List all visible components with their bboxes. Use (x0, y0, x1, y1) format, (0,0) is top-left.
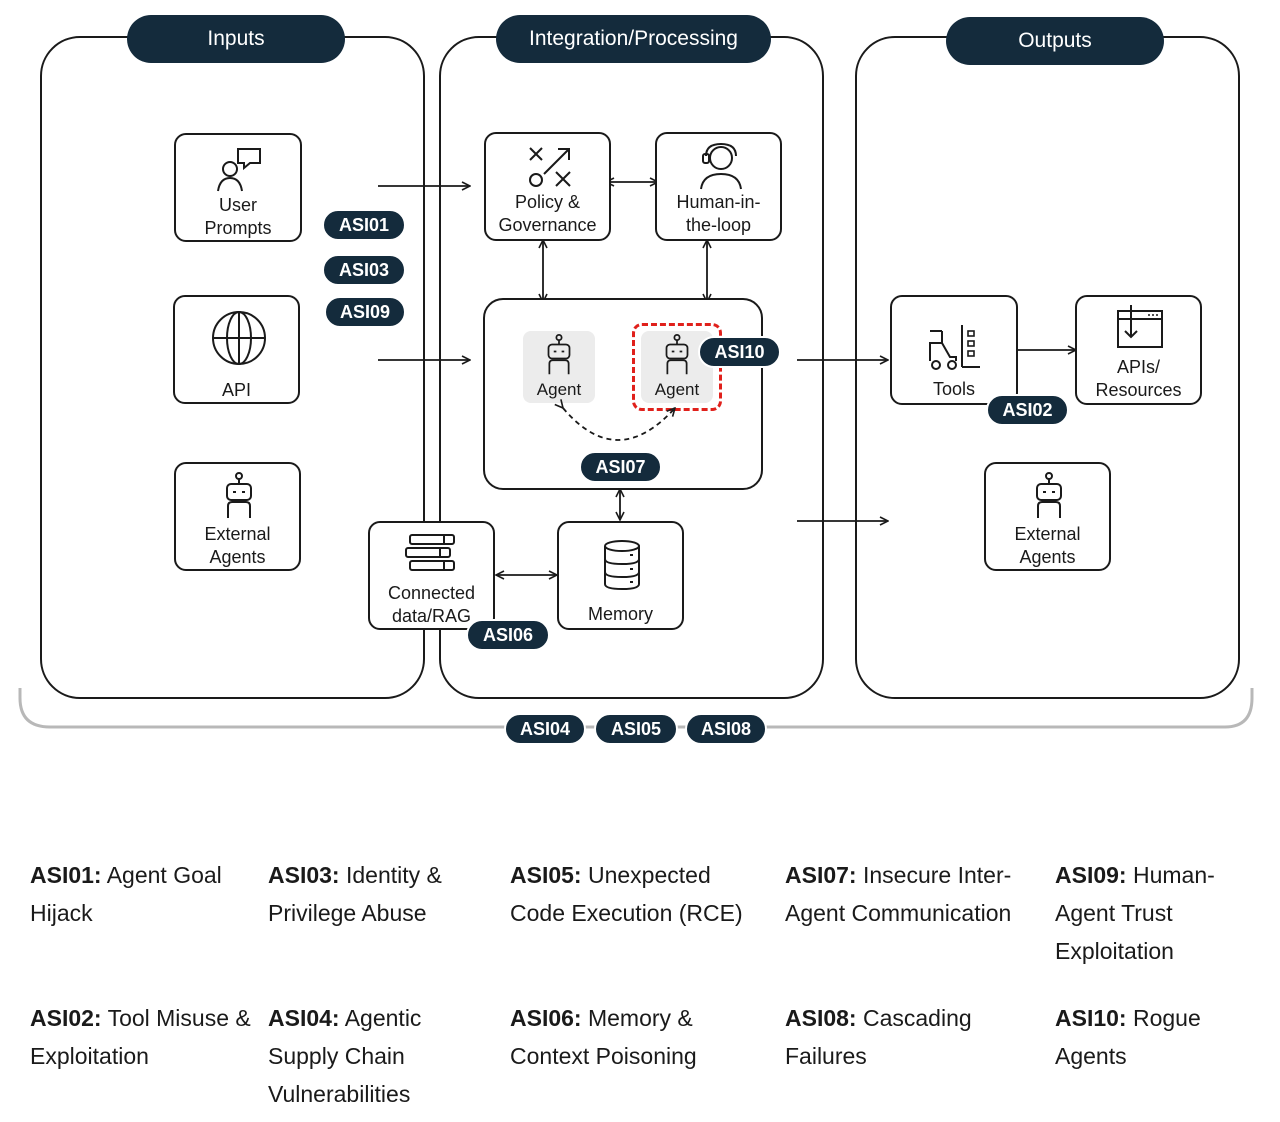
robot-icon (1036, 472, 1062, 518)
user-prompts-node: User Prompts (174, 133, 302, 242)
memory-label: Memory (587, 604, 653, 624)
policy-governance-node: Policy & Governance (484, 132, 611, 241)
legend-asi02: ASI02: Tool Misuse & Exploitation (30, 1005, 251, 1069)
user-prompts-label: User Prompts (204, 195, 272, 238)
robot-icon (665, 334, 689, 375)
apis-resources-node: APIs/ Resources (1075, 295, 1202, 405)
forklift-icon (929, 325, 980, 370)
legend-asi05: ASI05: Unexpected Code Execution (RCE) (510, 862, 743, 926)
external-agents-input-node: External Agents (174, 462, 301, 571)
human-in-the-loop-node: Human-in- the-loop (655, 132, 782, 241)
badge-asi07: ASI07 (579, 451, 662, 483)
processing-heading: Integration/Processing (496, 15, 771, 63)
support-person-icon (700, 142, 742, 190)
legend-asi08: ASI08: Cascading Failures (785, 1005, 972, 1069)
agent-label: Agent (654, 380, 700, 399)
robot-icon (226, 472, 252, 518)
inputs-heading: Inputs (127, 15, 345, 63)
robot-icon (547, 334, 571, 375)
outputs-heading: Outputs (946, 17, 1164, 65)
badge-asi10: ASI10 (698, 336, 781, 368)
legend-asi01: ASI01: Agent Goal Hijack (30, 862, 222, 926)
badge-asi01: ASI01 (322, 209, 406, 241)
globe-icon (212, 311, 266, 365)
legend-asi07: ASI07: Insecure Inter-Agent Communicatio… (785, 862, 1012, 926)
api-node: API (173, 295, 300, 404)
legend-asi03: ASI03: Identity & Privilege Abuse (268, 862, 442, 926)
badge-asi06: ASI06 (466, 619, 550, 651)
connected-data-rag-node: Connected data/RAG (368, 521, 495, 630)
legend-asi04: ASI04: Agentic Supply Chain Vulnerabilit… (268, 1005, 422, 1107)
apis-resources-label: APIs/ Resources (1095, 357, 1182, 400)
badge-asi04: ASI04 (504, 713, 586, 745)
legend-asi06: ASI06: Memory & Context Poisoning (510, 1005, 697, 1069)
tools-label: Tools (932, 379, 976, 399)
badge-asi03: ASI03 (322, 254, 406, 286)
badge-asi02: ASI02 (986, 394, 1069, 426)
human-in-the-loop-label: Human-in- the-loop (676, 192, 761, 235)
api-label: API (221, 380, 251, 400)
external-agents-output-node: External Agents (984, 462, 1111, 571)
agent-tile: Agent (523, 331, 595, 403)
badge-asi08: ASI08 (685, 713, 767, 745)
strategy-icon (529, 147, 571, 187)
badge-asi05: ASI05 (594, 713, 678, 745)
download-window-icon (1117, 305, 1163, 348)
badge-asi09: ASI09 (324, 296, 406, 328)
user-prompt-icon (217, 148, 261, 192)
connected-data-rag-label: Connected data/RAG (387, 583, 476, 626)
database-icon (604, 540, 640, 591)
legend-asi10: ASI10: Rogue Agents (1055, 1005, 1201, 1069)
policy-governance-label: Policy & Governance (498, 192, 597, 235)
memory-node: Memory (557, 521, 684, 630)
agents-container: Agent Agent (483, 298, 763, 490)
external-agents-input-label: External Agents (204, 524, 271, 567)
books-icon (405, 534, 455, 571)
agent-communication-arc (485, 300, 765, 441)
legend-asi09: ASI09: Human-Agent Trust Exploitation (1055, 862, 1215, 964)
external-agents-output-label: External Agents (1014, 524, 1081, 567)
agent-label: Agent (536, 380, 582, 399)
tools-node: Tools (890, 295, 1018, 405)
